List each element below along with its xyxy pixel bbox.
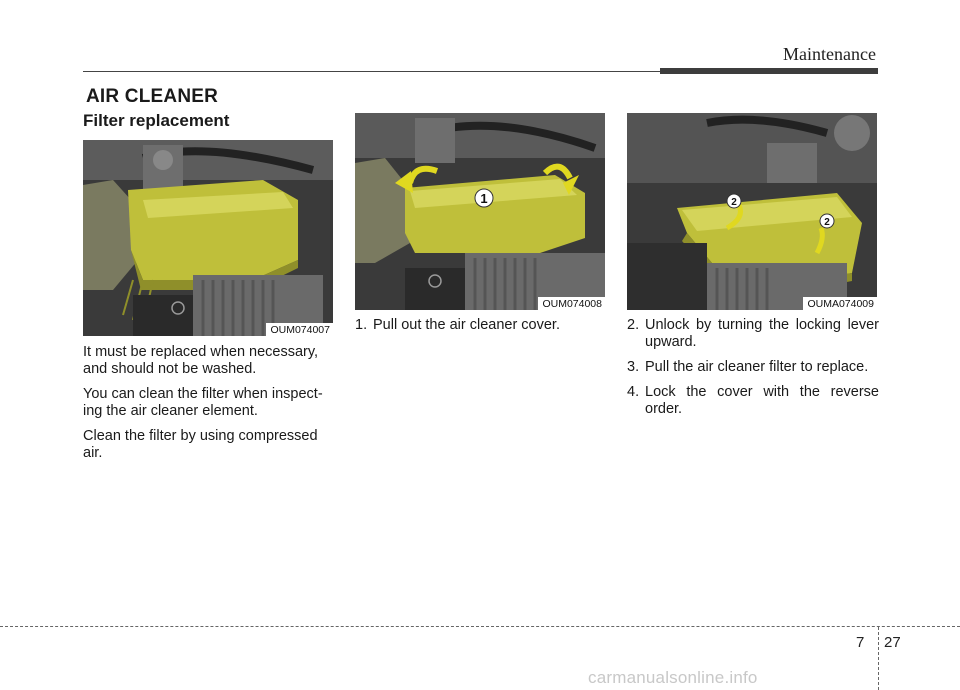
- engine-illustration-3: 2 2: [627, 113, 877, 310]
- photo-air-cleaner-housing: OUM074007: [83, 140, 333, 336]
- step-item: 1. Pull out the air cleaner cover.: [355, 317, 607, 334]
- header-rule-accent: [660, 68, 878, 74]
- column-2-text: 1. Pull out the air cleaner cover.: [355, 317, 607, 342]
- column-1-text: It must be replaced when necessary, and …: [83, 344, 335, 470]
- page-chapter-number: 7: [856, 634, 865, 651]
- watermark: carmanualsonline.info: [588, 668, 758, 687]
- section-title: AIR CLEANER: [86, 86, 219, 107]
- step-text: Pull out the air cleaner cover.: [373, 317, 560, 333]
- photo-code: OUM074008: [538, 297, 605, 310]
- step-number: 4.: [627, 384, 640, 400]
- footer-divider: [878, 627, 879, 690]
- step-number: 1.: [355, 317, 368, 333]
- photo-locking-lever: 2 2 OUMA074009: [627, 113, 877, 310]
- engine-illustration-2: 1: [355, 113, 605, 310]
- photo-code: OUM074007: [266, 323, 333, 336]
- chapter-title: Maintenance: [783, 44, 876, 64]
- subsection-title: Filter replacement: [83, 111, 230, 130]
- step-text: Unlock by turning the locking lever upwa…: [645, 317, 879, 350]
- column-3-text: 2. Unlock by turning the locking lever u…: [627, 317, 879, 426]
- step-item: 3. Pull the air cleaner filter to replac…: [627, 359, 879, 376]
- step-item: 4. Lock the cover with the reverse order…: [627, 384, 879, 418]
- header-rule: [83, 71, 661, 72]
- page-number: 27: [884, 634, 901, 651]
- paragraph: Clean the filter by using compressed air…: [83, 428, 318, 461]
- photo-code: OUMA074009: [803, 297, 877, 310]
- step-number: 2.: [627, 317, 640, 333]
- step-item: 2. Unlock by turning the locking lever u…: [627, 317, 879, 351]
- step-text: Lock the cover with the reverse order.: [645, 384, 879, 417]
- callout-2a: 2: [731, 197, 737, 208]
- callout-2b: 2: [824, 217, 830, 228]
- paragraph: It must be replaced when necessary, and …: [83, 344, 319, 377]
- photo-pull-out-cover: 1 OUM074008: [355, 113, 605, 310]
- footer-rule: [0, 626, 960, 627]
- step-number: 3.: [627, 359, 640, 375]
- step-text: Pull the air cleaner filter to replace.: [645, 359, 869, 375]
- paragraph: You can clean the filter when inspect-in…: [83, 386, 323, 419]
- engine-illustration-1: [83, 140, 333, 336]
- callout-1: 1: [480, 191, 487, 206]
